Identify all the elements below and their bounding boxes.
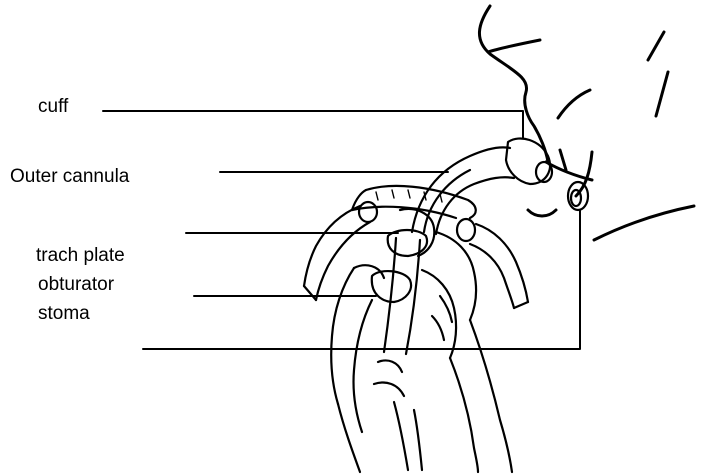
cuff-leader-line bbox=[103, 111, 523, 138]
ear-stroke bbox=[648, 32, 664, 60]
forearm-detail bbox=[394, 402, 408, 470]
label-cuff: cuff bbox=[38, 96, 68, 118]
flange-right-hole bbox=[457, 219, 475, 241]
palm-inner-left bbox=[353, 300, 372, 432]
chin-stroke bbox=[528, 210, 556, 216]
neck-line bbox=[594, 206, 694, 240]
obturator-shaft-left bbox=[384, 238, 396, 352]
right-tie-end bbox=[514, 302, 528, 308]
knuckle-1 bbox=[378, 360, 402, 372]
wrist-inner bbox=[450, 358, 478, 472]
nose-bridge bbox=[488, 40, 540, 52]
jaw-stroke bbox=[576, 152, 592, 196]
finger-crease-1 bbox=[440, 296, 452, 322]
cheek-line bbox=[558, 90, 590, 118]
index-finger-bottom bbox=[422, 270, 456, 358]
left-tie-outer bbox=[304, 206, 360, 286]
hand-drawing bbox=[331, 209, 512, 472]
throat-dash bbox=[560, 150, 566, 170]
finger-tip-left bbox=[354, 265, 384, 278]
right-tie-outer bbox=[476, 224, 528, 302]
obturator-shaft-right bbox=[406, 240, 420, 354]
thumb bbox=[400, 209, 434, 256]
obturator-shape bbox=[372, 230, 427, 354]
label-stoma: stoma bbox=[38, 303, 90, 325]
stoma-inner bbox=[571, 190, 581, 206]
ear-stroke-2 bbox=[656, 72, 668, 116]
wrist-right bbox=[470, 320, 512, 472]
label-outer-cannula: Outer cannula bbox=[10, 166, 129, 188]
knuckle-2 bbox=[374, 383, 404, 397]
left-tie-end bbox=[304, 286, 316, 300]
label-trach-plate: trach plate bbox=[36, 245, 125, 267]
flange-hatch bbox=[376, 190, 442, 202]
palm-left-edge bbox=[331, 268, 354, 404]
finger-crease-2 bbox=[432, 316, 444, 340]
outer-cannula-tube bbox=[412, 147, 514, 234]
label-obturator: obturator bbox=[38, 274, 114, 296]
forearm-detail-2 bbox=[414, 410, 422, 470]
flange-left-hole bbox=[359, 202, 377, 222]
cannula-inner-line bbox=[424, 170, 470, 232]
